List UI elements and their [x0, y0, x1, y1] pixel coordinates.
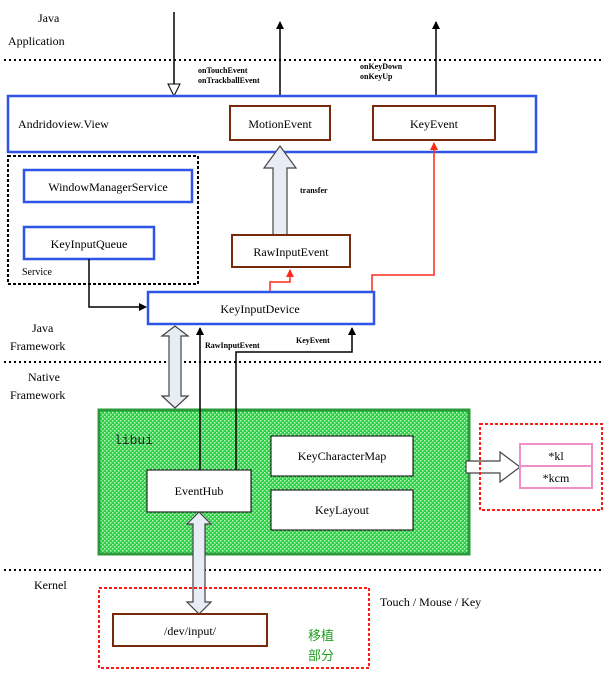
- motion-event-box: [229, 105, 331, 141]
- layer-label-framework: Framework: [10, 339, 65, 353]
- key-layout-box: [270, 489, 414, 531]
- key-event-edge-label: KeyEvent: [296, 336, 330, 345]
- red-arrow-to-key-event: [371, 142, 438, 292]
- layer-label-kernel: Kernel: [34, 578, 67, 592]
- hollow-arrow-to-files: [465, 450, 521, 484]
- dev-input-label: /dev/input/: [164, 624, 217, 638]
- label-on-key-down: onKeyDown: [360, 62, 403, 71]
- label-on-trackball-event: onTrackballEvent: [198, 76, 260, 85]
- label-on-key-up: onKeyUp: [360, 72, 393, 81]
- layer-label-native-framework: Framework: [10, 388, 65, 402]
- red-arrow-to-raw-input: [269, 269, 294, 292]
- transfer-label: transfer: [300, 186, 328, 195]
- porting-part-label-1: 移植: [308, 628, 334, 643]
- label-on-touch-event: onTouchEvent: [198, 66, 248, 75]
- event-hub-box: [146, 469, 252, 513]
- kcm-file-box: [519, 465, 593, 489]
- key-event-box: [372, 105, 496, 141]
- arrow-key-event-up: [235, 327, 356, 470]
- config-files-container: [479, 423, 603, 511]
- layer-label-java-fw: Java: [32, 321, 54, 335]
- porting-part-label-2: 部分: [308, 648, 334, 663]
- event-hub-label: EventHub: [175, 484, 224, 498]
- raw-input-event-label: RawInputEvent: [253, 245, 329, 259]
- key-input-device-box: [146, 290, 376, 326]
- kernel-porting-container: [98, 587, 370, 669]
- service-container: [7, 155, 199, 285]
- key-character-map-box: [270, 435, 414, 477]
- dev-input-box: [112, 613, 268, 647]
- raw-input-event-box: [231, 234, 351, 268]
- double-hollow-arrow-framework-libui: [160, 325, 190, 409]
- key-character-map-label: KeyCharacterMap: [298, 449, 387, 463]
- android-view-label: Andridoview.View: [18, 117, 109, 131]
- layer-label-application: Application: [8, 34, 65, 48]
- key-input-queue-box: [22, 225, 156, 261]
- kcm-file-label: *kcm: [543, 471, 570, 485]
- window-manager-service-label: WindowManagerService: [48, 180, 167, 194]
- motion-event-label: MotionEvent: [248, 117, 312, 131]
- open-arrowhead-down: [167, 83, 181, 98]
- raw-input-event-edge-label: RawInputEvent: [205, 341, 260, 350]
- key-input-queue-label: KeyInputQueue: [51, 237, 128, 251]
- arrow-queue-to-device: [88, 259, 147, 311]
- key-layout-label: KeyLayout: [315, 503, 370, 517]
- layer-label-java-application: Java: [38, 11, 60, 25]
- layer-label-java: Java: [38, 11, 60, 25]
- key-event-label: KeyEvent: [410, 117, 459, 131]
- layer-label-native: Native: [28, 370, 60, 384]
- transfer-hollow-arrow: [262, 144, 298, 236]
- service-label: Service: [22, 267, 53, 278]
- touch-mouse-key-label: Touch / Mouse / Key: [380, 595, 481, 609]
- kl-file-label: *kl: [548, 449, 564, 463]
- window-manager-service-box: [22, 168, 194, 204]
- libui-label: libui: [114, 433, 153, 448]
- key-input-device-label: KeyInputDevice: [220, 302, 299, 316]
